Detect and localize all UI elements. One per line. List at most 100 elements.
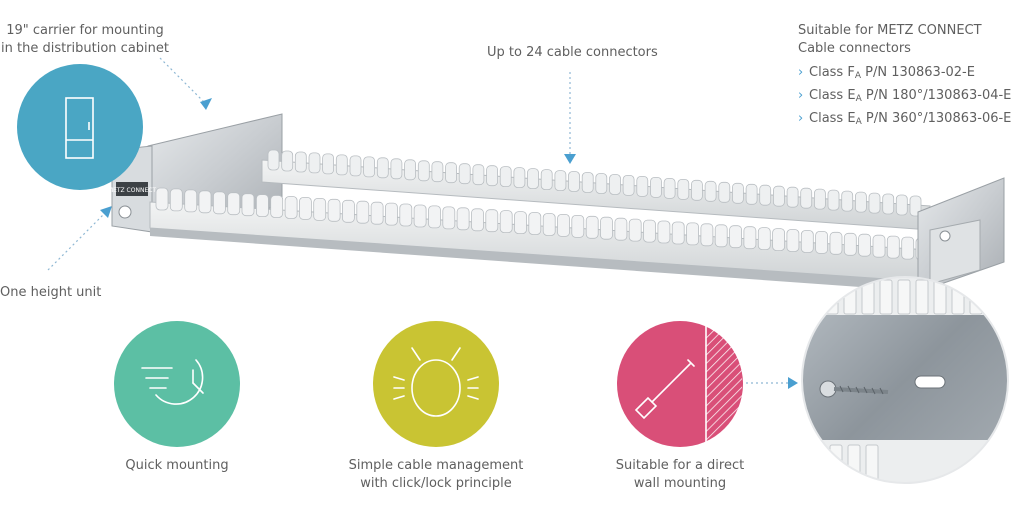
connector-clip bbox=[677, 178, 690, 200]
connector-clip bbox=[456, 207, 470, 231]
connector-clip bbox=[704, 180, 717, 202]
connector-clip bbox=[308, 152, 321, 174]
connector-clip bbox=[514, 211, 527, 235]
connector-clip bbox=[284, 196, 298, 219]
connector-clip bbox=[356, 200, 370, 224]
connector-clip bbox=[486, 165, 499, 187]
connector-clip bbox=[298, 196, 312, 220]
connector-clip bbox=[212, 191, 226, 215]
cable-management-caption: Simple cable management with click/lock … bbox=[336, 457, 536, 493]
connector-clip bbox=[868, 192, 881, 214]
brand-label: METZ CONNECT bbox=[108, 187, 157, 194]
mount-hole bbox=[939, 230, 951, 242]
connector-clip bbox=[428, 205, 441, 229]
connector-clip bbox=[557, 213, 570, 237]
connector-clip bbox=[349, 155, 362, 177]
connector-clip bbox=[542, 213, 556, 236]
click-lock-icon bbox=[393, 347, 479, 417]
connector-clip bbox=[155, 187, 169, 211]
height-unit-annotation: One height unit bbox=[0, 285, 102, 300]
connector-clip bbox=[270, 195, 284, 218]
connector-clip bbox=[322, 153, 335, 175]
screw-icon bbox=[819, 380, 889, 398]
right-bracket-face bbox=[929, 219, 981, 285]
connector-clip bbox=[718, 181, 731, 203]
connector-clip bbox=[527, 168, 539, 190]
connector-clip bbox=[485, 209, 499, 233]
connector-clip bbox=[686, 222, 699, 246]
connector-clip bbox=[663, 177, 676, 199]
connector-clip bbox=[691, 179, 703, 201]
quick-mounting-circle bbox=[114, 321, 240, 447]
suitable-line1: Suitable for METZ CONNECT bbox=[798, 23, 982, 38]
brand-plate bbox=[116, 182, 148, 196]
connector-clip bbox=[909, 195, 922, 217]
cabinet-icon bbox=[65, 97, 94, 159]
stopwatch-icon bbox=[141, 359, 204, 405]
connector-clip bbox=[757, 227, 771, 251]
connector-clip bbox=[294, 151, 307, 173]
connectors-annotation: Up to 24 cable connectors bbox=[487, 45, 658, 60]
connector-clip bbox=[643, 219, 656, 243]
back-clip-row bbox=[267, 149, 922, 217]
wall-mounting-caption: Suitable for a direct wall mounting bbox=[595, 457, 765, 493]
connector-clip bbox=[829, 231, 843, 255]
connector-clip bbox=[815, 230, 828, 254]
connector-clip bbox=[773, 185, 785, 207]
connector-clip bbox=[540, 169, 553, 191]
connector-clip bbox=[800, 230, 814, 253]
chevron-right-icon: › bbox=[798, 88, 804, 103]
connector-clip bbox=[858, 233, 871, 257]
connector-clip bbox=[895, 194, 908, 216]
connector-clip bbox=[886, 235, 900, 259]
connector-clip bbox=[198, 190, 212, 214]
connector-clip bbox=[417, 160, 430, 182]
connector-clip bbox=[600, 216, 613, 240]
connector-clip bbox=[622, 174, 635, 196]
wall-caption-line2: wall mounting bbox=[633, 476, 727, 491]
connector-clip bbox=[827, 189, 840, 211]
connector-clip bbox=[404, 159, 417, 181]
connector-clip bbox=[442, 206, 456, 230]
connector-clip bbox=[227, 192, 241, 216]
connector-clip bbox=[513, 167, 526, 189]
connector-clip bbox=[384, 202, 398, 226]
connector-clip bbox=[614, 217, 628, 241]
connector-clip bbox=[184, 189, 198, 213]
leader-lines bbox=[47, 57, 788, 384]
carrier-annotation: 19" carrier for mounting in the distribu… bbox=[0, 22, 170, 58]
screwdriver-icon bbox=[634, 359, 695, 420]
connector-clip bbox=[700, 223, 714, 247]
connector-clip bbox=[729, 225, 742, 249]
connector-class-item: ›Class EA P/N 180°/130863-04-E bbox=[798, 88, 1012, 104]
connector-clip bbox=[458, 163, 471, 185]
chevron-right-icon: › bbox=[798, 65, 804, 80]
connector-clip bbox=[327, 198, 341, 222]
connector-clip bbox=[814, 188, 826, 210]
connector-clip bbox=[901, 236, 915, 260]
connector-clip bbox=[472, 164, 485, 186]
connector-clip bbox=[313, 197, 327, 221]
connector-clip bbox=[714, 224, 728, 248]
connector-clip bbox=[376, 157, 389, 179]
connector-clip bbox=[636, 175, 649, 197]
connector-clip bbox=[786, 229, 800, 252]
connector-clip bbox=[841, 190, 854, 212]
carrier-line1: 19" carrier for mounting bbox=[6, 23, 164, 38]
connector-clip bbox=[743, 226, 757, 250]
mount-hole bbox=[118, 205, 132, 219]
chevron-right-icon: › bbox=[798, 111, 804, 126]
connector-clip bbox=[413, 204, 427, 228]
carrier-line2: in the distribution cabinet bbox=[1, 41, 169, 56]
connector-clip bbox=[581, 172, 594, 193]
connector-clip bbox=[528, 212, 542, 235]
connector-clip bbox=[471, 208, 484, 232]
cable-caption-line2: with click/lock principle bbox=[360, 476, 512, 491]
cable-management-circle bbox=[373, 321, 499, 447]
connector-clip bbox=[671, 221, 685, 245]
connector-clip bbox=[609, 174, 621, 195]
connector-clip bbox=[341, 199, 355, 223]
connector-clip bbox=[554, 170, 567, 192]
suitable-heading: Suitable for METZ CONNECT Cable connecto… bbox=[798, 22, 982, 58]
